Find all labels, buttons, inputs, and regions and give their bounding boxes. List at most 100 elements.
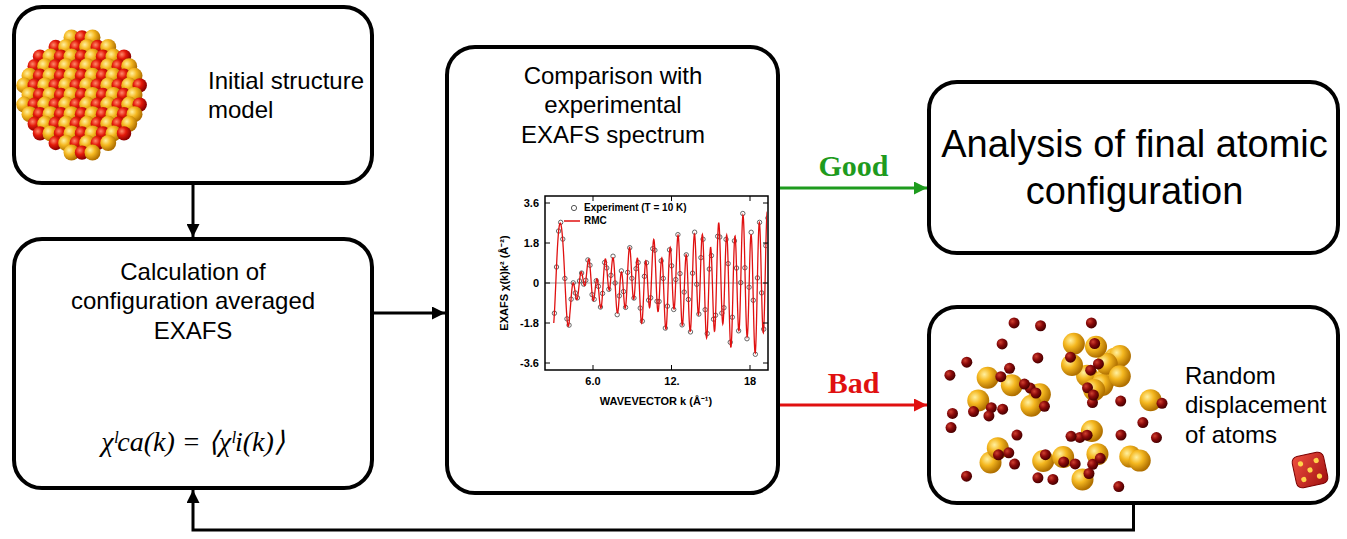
result-box: Analysis of final atomic configuration xyxy=(927,80,1340,255)
atom-sphere xyxy=(1088,390,1099,401)
tick-label: 18 xyxy=(744,375,756,387)
atom-sphere xyxy=(1047,474,1058,485)
legend-line xyxy=(564,220,580,222)
atom-sphere xyxy=(977,367,999,389)
atom-sphere xyxy=(961,471,972,482)
atom-sphere xyxy=(1009,317,1020,328)
atom-sphere xyxy=(1032,472,1043,483)
legend-sample xyxy=(571,205,576,210)
atom-sphere xyxy=(1081,420,1103,442)
dice-pip xyxy=(1316,473,1322,479)
flow-arrow xyxy=(780,187,927,190)
edge-label: Good xyxy=(815,149,891,182)
box-title: Random displacement of atoms xyxy=(1185,361,1335,449)
atom-sphere xyxy=(946,422,957,433)
axis-title: WAVEVECTOR k (Å⁻¹) xyxy=(600,395,712,407)
legend-samples xyxy=(564,205,580,221)
plot-ticks xyxy=(545,196,768,370)
tick-label: -3.6 xyxy=(520,357,539,369)
atom-sphere xyxy=(1030,387,1041,398)
dice-face xyxy=(1291,451,1329,489)
flow-arrow xyxy=(193,490,1134,530)
atom-sphere xyxy=(1085,365,1096,376)
dice-pip xyxy=(1313,457,1319,463)
atom-sphere xyxy=(85,145,101,161)
atom-sphere xyxy=(997,338,1008,349)
atom-sphere xyxy=(944,370,955,381)
atom-sphere xyxy=(1085,336,1107,358)
atom-sphere xyxy=(1089,338,1100,349)
atom-sphere xyxy=(1032,450,1054,472)
box-title: Initial structure model xyxy=(208,66,368,125)
atom-sphere xyxy=(1040,449,1051,460)
plot-frame xyxy=(545,196,768,370)
atom-sphere xyxy=(1039,401,1050,412)
atom-sphere xyxy=(1116,430,1127,441)
process-box: Initial structure model xyxy=(12,5,374,185)
atom-sphere xyxy=(1063,333,1085,355)
tick-label: 0 xyxy=(533,277,539,289)
process-box: Random displacement of atoms xyxy=(927,305,1340,505)
atom-sphere xyxy=(1071,468,1093,490)
tick-label: 1.8 xyxy=(524,237,539,249)
atom-sphere xyxy=(100,135,116,151)
box-title: Analysis of final atomic configuration xyxy=(937,121,1332,214)
atom-sphere xyxy=(1115,396,1126,407)
tick-label: -1.8 xyxy=(520,317,539,329)
displaced-atoms xyxy=(944,317,1167,492)
atom-sphere xyxy=(1109,365,1131,387)
atom-sphere xyxy=(1086,317,1097,328)
atom-sphere xyxy=(993,449,1004,460)
atom-sphere xyxy=(968,406,979,417)
dice-icon xyxy=(1291,451,1329,489)
atom-sphere xyxy=(1137,417,1148,428)
atom-sphere xyxy=(1129,450,1151,472)
atom-sphere xyxy=(1032,352,1043,363)
atom-sphere xyxy=(997,404,1008,415)
tick-label: 3.6 xyxy=(524,197,539,209)
atom-cluster xyxy=(16,29,147,160)
flow-arrow xyxy=(192,185,195,237)
atom-sphere xyxy=(1011,430,1022,441)
tick-label: 6.0 xyxy=(585,375,600,387)
tick-label: 12. xyxy=(664,375,679,387)
box-title: Calculation of configuration averaged EX… xyxy=(63,257,323,345)
legend-marker xyxy=(571,205,576,210)
atom-sphere xyxy=(1065,352,1076,363)
dice-pip xyxy=(1297,461,1303,467)
atom-sphere xyxy=(1095,453,1106,464)
legend-sample xyxy=(564,221,580,222)
formula-text: χˡca(k) = ⟨χˡi(k)⟩ xyxy=(30,425,356,459)
flow-arrow xyxy=(374,312,445,315)
legend-text: RMC xyxy=(582,215,609,227)
atom-sphere xyxy=(1151,432,1162,443)
atom-sphere xyxy=(1019,379,1030,390)
atom-sphere xyxy=(1035,320,1046,331)
atom-sphere xyxy=(1009,459,1020,470)
atom-sphere xyxy=(117,126,131,140)
atom-sphere xyxy=(1070,458,1081,469)
axis-title: EXAFS χ(k)k² (Å⁻²) xyxy=(498,235,510,330)
exafs-plot xyxy=(545,196,770,370)
experiment-point xyxy=(749,230,753,234)
process-box: Calculation of configuration averaged EX… xyxy=(12,237,374,490)
comparison-box: Comparison with experimental EXAFS spect… xyxy=(445,45,780,495)
edge-label: Bad xyxy=(825,366,883,399)
rmc-curve xyxy=(554,212,767,353)
flow-arrow xyxy=(780,404,927,407)
plot-curves xyxy=(552,211,767,356)
atom-sphere xyxy=(1003,447,1014,458)
atom-sphere xyxy=(983,410,994,421)
atom-sphere xyxy=(961,357,972,368)
atom-sphere xyxy=(1157,398,1168,409)
atom-sphere xyxy=(1113,481,1124,492)
box-title: Comparison with experimental EXAFS spect… xyxy=(502,61,724,149)
atom-sphere xyxy=(1082,430,1093,441)
atom-sphere xyxy=(1004,363,1015,374)
atom-sphere xyxy=(947,408,958,419)
legend-text: Experiment (T = 10 K) xyxy=(582,202,689,214)
atom-sphere xyxy=(1083,468,1094,479)
dice-pip xyxy=(1301,476,1307,482)
dice-pip xyxy=(1307,467,1313,473)
atom-sphere xyxy=(1058,456,1069,467)
